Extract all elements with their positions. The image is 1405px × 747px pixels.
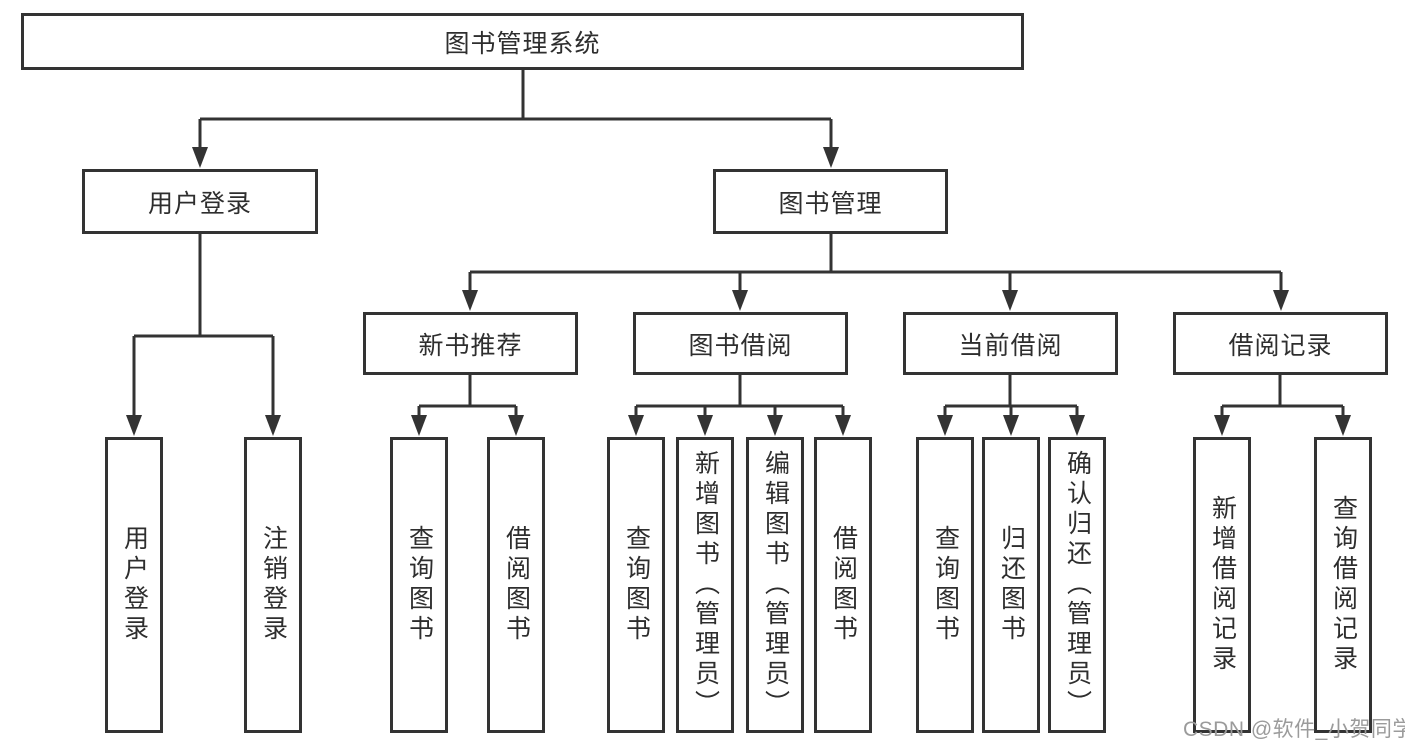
leaf-borrow-add-books-admin-label: 新增图书（管理员） bbox=[691, 450, 720, 720]
leaf-recommend-borrow-books: 借阅图书 bbox=[487, 437, 545, 733]
leaf-borrow-edit-books-admin-label: 编辑图书（管理员） bbox=[761, 450, 790, 720]
leaf-current-confirm-return-admin: 确认归还（管理员） bbox=[1048, 437, 1106, 733]
node-current-borrow: 当前借阅 bbox=[903, 312, 1118, 375]
node-root-label: 图书管理系统 bbox=[444, 29, 601, 58]
leaf-user-login-label: 用户登录 bbox=[120, 525, 149, 645]
leaf-borrow-borrow-books-label: 借阅图书 bbox=[829, 525, 858, 645]
leaf-borrow-query-books: 查询图书 bbox=[607, 437, 665, 733]
leaf-recommend-query-books: 查询图书 bbox=[390, 437, 448, 733]
leaf-current-query-books-label: 查询图书 bbox=[931, 525, 960, 645]
leaf-records-query-record-label: 查询借阅记录 bbox=[1329, 495, 1358, 675]
leaf-logout-label: 注销登录 bbox=[259, 525, 288, 645]
leaf-recommend-borrow-books-label: 借阅图书 bbox=[502, 525, 531, 645]
node-book-management-label: 图书管理 bbox=[778, 189, 883, 218]
node-new-book-recommend-label: 新书推荐 bbox=[418, 331, 523, 360]
leaf-borrow-query-books-label: 查询图书 bbox=[622, 525, 651, 645]
leaf-borrow-edit-books-admin: 编辑图书（管理员） bbox=[746, 437, 804, 733]
leaf-records-add-record: 新增借阅记录 bbox=[1193, 437, 1251, 733]
node-root: 图书管理系统 bbox=[21, 13, 1024, 70]
leaf-current-confirm-return-admin-label: 确认归还（管理员） bbox=[1063, 450, 1092, 720]
node-book-borrow-label: 图书借阅 bbox=[688, 331, 793, 360]
node-book-management: 图书管理 bbox=[713, 169, 948, 234]
node-user-login-label: 用户登录 bbox=[147, 189, 252, 218]
leaf-current-query-books: 查询图书 bbox=[916, 437, 974, 733]
node-borrow-records: 借阅记录 bbox=[1173, 312, 1388, 375]
leaf-records-add-record-label: 新增借阅记录 bbox=[1208, 495, 1237, 675]
csdn-watermark: CSDN @软件_小贺同学 bbox=[1183, 718, 1405, 741]
leaf-borrow-borrow-books: 借阅图书 bbox=[814, 437, 872, 733]
node-new-book-recommend: 新书推荐 bbox=[363, 312, 578, 375]
node-book-borrow: 图书借阅 bbox=[633, 312, 848, 375]
leaf-recommend-query-books-label: 查询图书 bbox=[405, 525, 434, 645]
leaf-current-return-books: 归还图书 bbox=[982, 437, 1040, 733]
leaf-user-login: 用户登录 bbox=[105, 437, 163, 733]
leaf-records-query-record: 查询借阅记录 bbox=[1314, 437, 1372, 733]
leaf-borrow-add-books-admin: 新增图书（管理员） bbox=[676, 437, 734, 733]
leaf-current-return-books-label: 归还图书 bbox=[997, 525, 1026, 645]
node-borrow-records-label: 借阅记录 bbox=[1228, 331, 1333, 360]
node-user-login: 用户登录 bbox=[82, 169, 318, 234]
node-current-borrow-label: 当前借阅 bbox=[958, 331, 1063, 360]
leaf-logout: 注销登录 bbox=[244, 437, 302, 733]
